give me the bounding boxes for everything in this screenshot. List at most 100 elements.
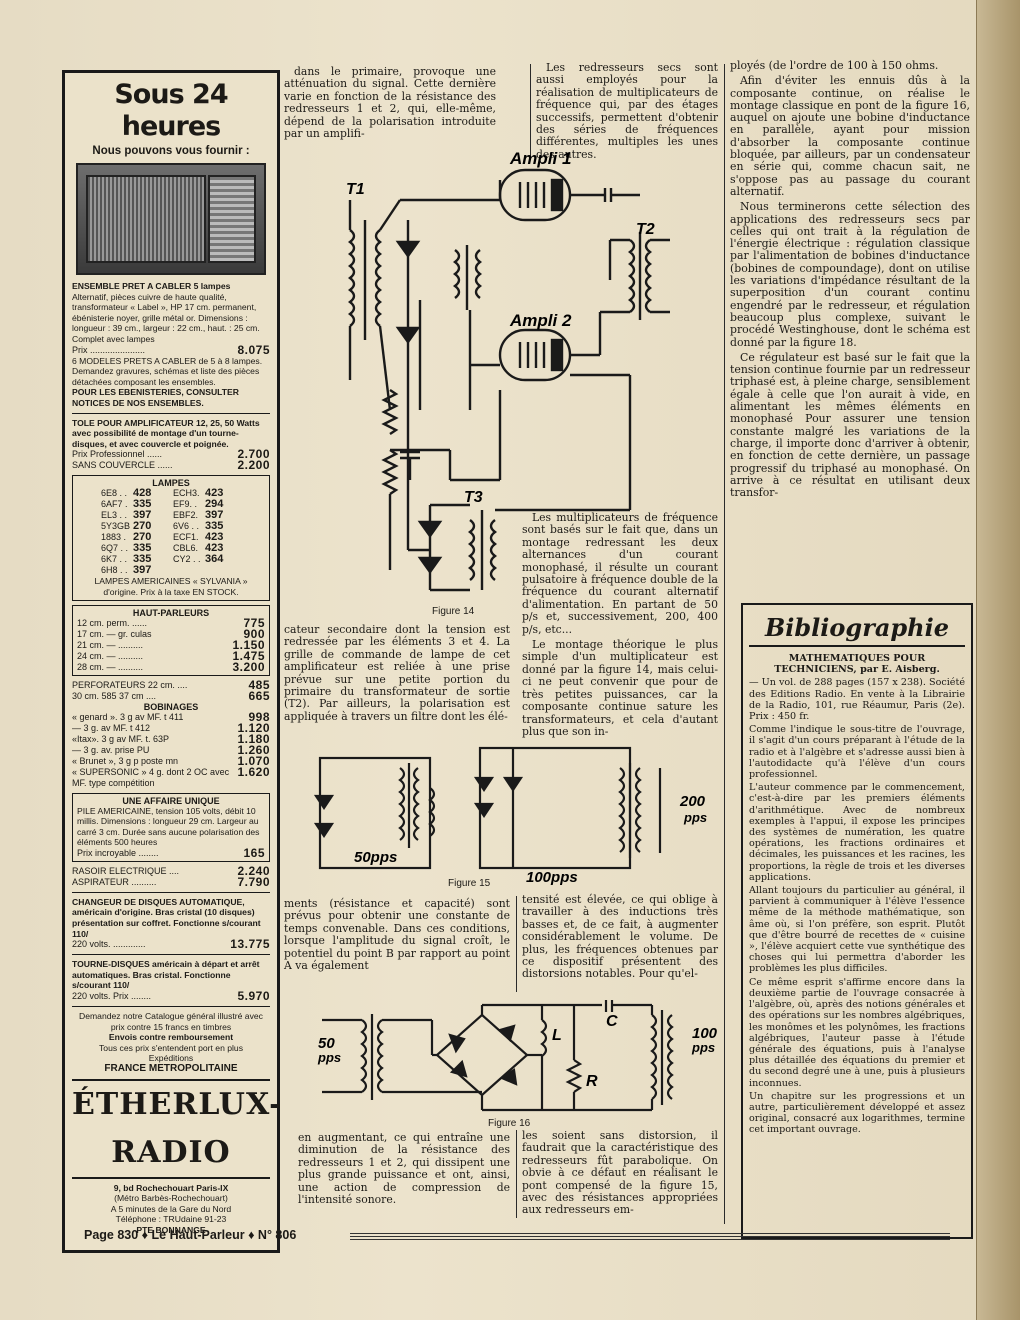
bibliographie-box: Bibliographie MATHEMATIQUES POUR TECHNIC… <box>741 603 973 1239</box>
envois-text: Envois contre remboursement <box>108 1032 234 1043</box>
changeur-text: CHANGEUR DE DISQUES AUTOMATIQUE, américa… <box>72 896 261 939</box>
col2-mid-text: cateur secondaire dont la tension est re… <box>284 623 510 723</box>
fig14-t1-label: T1 <box>346 181 365 198</box>
price-row: 28 cm. — ..........3.200 <box>77 659 265 674</box>
lampes-note: LAMPES AMERICAINES « SYLVANIA » d'origin… <box>94 576 248 597</box>
lampe-cell: CY2 . . <box>173 554 201 565</box>
price-row: 24 cm. — ..........1.475 <box>77 648 265 663</box>
col2-low-text: ments (résistance et capacité) sont prév… <box>284 897 510 973</box>
tole-text: TOLE POUR AMPLIFICATEUR 12, 25, 50 Watts… <box>72 417 260 449</box>
col3-mid-text: Les multiplicateurs de fréquence sont ba… <box>522 511 718 738</box>
lampe-cell: 6E8 . . <box>101 488 128 499</box>
ensemble-price-row: Prix ......................8.075 <box>72 342 270 357</box>
figure-16-circuit: 50 pps 100 pps L C R <box>317 1000 718 1112</box>
ebenisteries-text: POUR LES EBENISTERIES, CONSULTER NOTICES… <box>72 387 239 408</box>
lampe-cell: 397 <box>133 564 152 577</box>
telephone-text: Téléphone : TRUdaine 91-23 <box>115 1214 227 1225</box>
price-row: 30 cm. 585 37 cm ....665 <box>72 688 270 703</box>
figure-15-circuit: 50pps 100pps 200 pps <box>313 746 707 886</box>
col2-bottom-text: en augmentant, ce qui entraîne une dimin… <box>298 1131 510 1207</box>
figure-14-caption: Figure 14 <box>432 606 475 617</box>
lampe-cell: 335 <box>205 520 224 533</box>
etherlux-advertisement: Sous 24 heures Nous pouvons vous fournir… <box>62 70 282 1253</box>
ensemble-text: Alternatif, pièces cuivre de haute quali… <box>72 291 260 344</box>
next-page-edge <box>976 0 1020 1320</box>
figure-16-caption: Figure 16 <box>488 1118 531 1129</box>
fig14-t2-label: T2 <box>636 221 655 238</box>
biblio-p2: L'auteur commence par le commencement, c… <box>749 782 965 883</box>
pte-text: PTE BONNANGE <box>136 1224 206 1235</box>
fig16-c-label: C <box>606 1013 618 1030</box>
price-row: SANS COUVERCLE ......2.200 <box>72 458 270 473</box>
biblio-p3: Allant toujours du particulier au généra… <box>749 885 965 975</box>
metro-text: (Métro Barbès-Rochechouart) <box>114 1193 228 1204</box>
fig16-input-unit: pps <box>317 1050 341 1065</box>
catalogue-text: Demandez notre Catalogue général illustr… <box>79 1011 263 1032</box>
ad-title: Sous 24 heures <box>114 79 228 142</box>
price-row: Prix Professionnel ......2.700 <box>72 447 270 462</box>
fig16-l-label: L <box>552 1027 562 1044</box>
affaire-box: UNE AFFAIRE UNIQUE PILE AMERICAINE, tens… <box>72 792 270 862</box>
biblio-p5: Un chapitre sur les progressions et un a… <box>749 1090 965 1136</box>
lampe-cell: 6H8 . . <box>101 565 128 576</box>
lampe-cell: 6AF7 . <box>101 499 128 510</box>
lampe-cell: 6Q7 . . <box>101 543 129 554</box>
figure-14-circuit: Ampli 1 Ampli 2 T1 T2 T3 <box>346 150 670 592</box>
fig14-ampli1-label: Ampli 1 <box>509 150 571 168</box>
lampe-cell: 423 <box>205 542 224 555</box>
col3-low-text: tensité est élevée, ce qui oblige à trav… <box>522 893 718 981</box>
lampe-cell: 270 <box>133 520 152 533</box>
lampe-cell: EL3 . . <box>101 510 128 521</box>
lampe-cell: EF9. . <box>173 499 198 510</box>
lampe-cell: CBL6. <box>173 543 199 554</box>
brand-logo: ÉTHERLUX-RADIO <box>72 1078 282 1179</box>
lampe-cell: 335 <box>133 553 152 566</box>
page-footer: Page 830 ♦ Le Haut-Parleur ♦ N° 806 <box>84 1228 297 1242</box>
price-row: ASPIRATEUR ..........7.790 <box>72 874 270 889</box>
minutes-text: A 5 minutes de la Gare du Nord <box>110 1203 232 1214</box>
france-text: FRANCE METROPOLITAINE <box>104 1063 238 1074</box>
ensemble-heading: ENSEMBLE PRET A CABLER 5 lampes <box>72 281 231 291</box>
fig15-mid-label: 100pps <box>526 869 578 886</box>
fig15-out-label: 200 <box>679 793 706 810</box>
bobinages-heading: BOBINAGES <box>143 701 199 712</box>
fig16-r-label: R <box>586 1073 598 1090</box>
col3-top-text: Les redresseurs secs sont aussi employés… <box>536 61 718 161</box>
expeditions-text: Expéditions <box>148 1053 194 1064</box>
lampe-cell: 423 <box>205 487 224 500</box>
fig16-input-label: 50 <box>318 1035 335 1052</box>
fig15-input-label: 50pps <box>354 849 397 866</box>
book-heading: MATHEMATIQUES POUR TECHNICIENS, par E. A… <box>774 653 940 676</box>
price-row: RASOIR ELECTRIQUE ....2.240 <box>72 863 270 878</box>
fig15-out-unit: pps <box>683 810 707 825</box>
radio-set-image <box>76 163 266 275</box>
lampe-cell <box>173 565 201 576</box>
lampe-cell: 423 <box>205 531 224 544</box>
col2-top-text: dans le primaire, provoque une atténuati… <box>284 65 496 141</box>
col4-text: ployés (de l'ordre de 100 à 150 ohms. Af… <box>730 59 970 500</box>
modeles-text: 6 MODELES PRETS A CABLER de 5 à 8 lampes… <box>72 355 263 387</box>
price-row: PERFORATEURS 22 cm. ....485 <box>72 677 270 692</box>
price-row: 12 cm. perm. ......775 <box>77 615 265 630</box>
fig16-output-unit: pps <box>691 1040 715 1055</box>
lampe-cell: 397 <box>133 509 152 522</box>
fig14-ampli2-label: Ampli 2 <box>509 311 572 330</box>
price-row: « SUPERSONIC » 4 g. dont 2 OC avec MF. t… <box>72 764 270 788</box>
price-row: 21 cm. — ..........1.150 <box>77 637 265 652</box>
lampe-cell: ECH3. <box>173 488 200 499</box>
tourne-text: TOURNE-DISQUES américain à départ et arr… <box>72 959 260 991</box>
lampe-cell: 397 <box>205 509 224 522</box>
lampe-cell: 335 <box>133 498 152 511</box>
address-text: 9, bd Rochechouart Paris-IX <box>113 1182 229 1193</box>
lampe-cell: 335 <box>133 542 152 555</box>
